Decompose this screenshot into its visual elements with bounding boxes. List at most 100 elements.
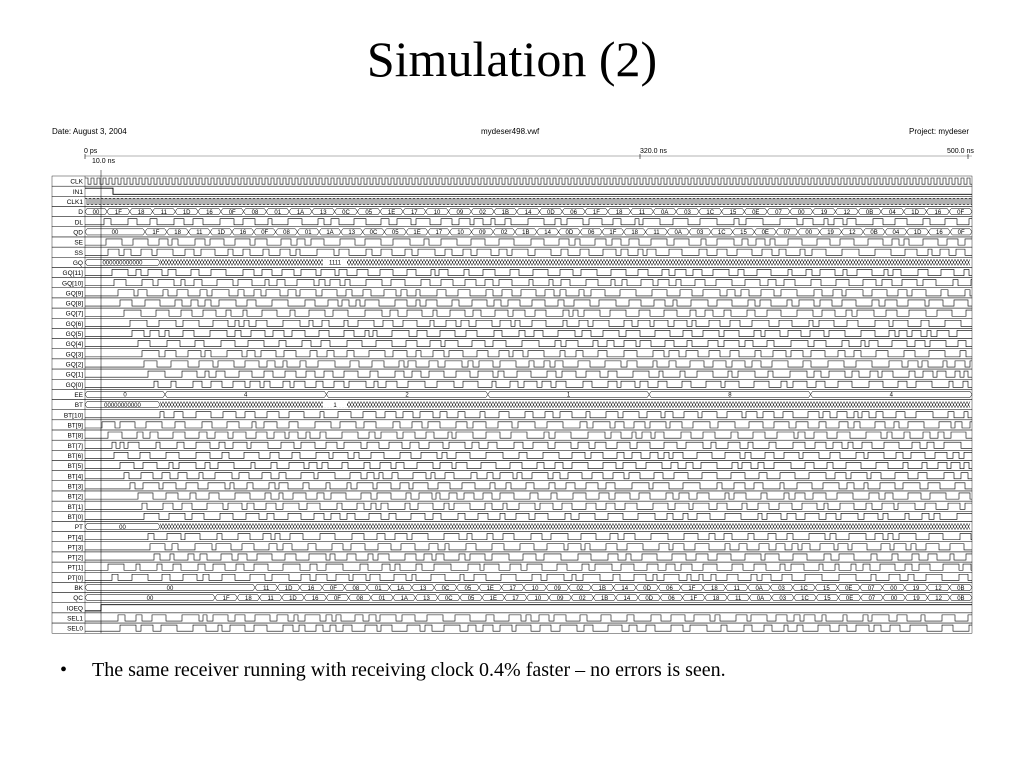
bus-value: 0D	[566, 230, 574, 236]
signal-name: BT[2]	[67, 494, 83, 501]
signal-row: SEL1	[51, 612, 973, 624]
row-border	[51, 602, 973, 614]
signal-name: GQ[3]	[66, 351, 84, 358]
bus-value: 18	[713, 596, 720, 602]
signal-name: QC	[73, 595, 83, 602]
signal-row: BT[2]	[51, 490, 973, 502]
row-border	[51, 236, 973, 248]
bus-value: 00	[891, 596, 898, 602]
row-border	[51, 612, 973, 624]
bus-value: 06	[668, 596, 675, 602]
bus-value: 0F	[261, 230, 268, 236]
bus-value: 0D	[547, 210, 555, 216]
bus-value: 1A	[326, 230, 333, 236]
bus-value: 11	[263, 586, 270, 592]
bus-value: 00	[890, 586, 897, 592]
clock-wave	[85, 198, 972, 205]
bus-value: 1C	[800, 586, 808, 592]
bus-value: 05	[465, 586, 472, 592]
bus-value: 15	[730, 210, 737, 216]
bit-wave	[85, 248, 972, 256]
signal-row: IN1	[51, 185, 973, 197]
bus-value: 07	[775, 210, 782, 216]
bit-wave	[85, 238, 972, 246]
signal-row: BT[6]	[51, 450, 973, 461]
row-border	[51, 297, 973, 309]
bus-segment	[810, 391, 973, 398]
row-border	[51, 450, 973, 461]
row-border	[51, 439, 973, 451]
bus-value: 1F	[609, 230, 616, 236]
sim-file-name: mydeser498.vwf	[481, 127, 540, 136]
bus-value: 00	[805, 230, 812, 236]
signal-name: GQ[5]	[66, 331, 84, 338]
bus-value: 1A	[397, 586, 404, 592]
bus-value: 05	[468, 596, 475, 602]
bus-value: 02	[577, 586, 584, 592]
bus-value: 1E	[388, 210, 395, 216]
bus-value: 0D	[645, 596, 653, 602]
bus-value: 07	[868, 596, 875, 602]
bus-value: 09	[456, 210, 463, 216]
bit-wave	[85, 299, 972, 307]
bus-value: 06	[666, 586, 673, 592]
signal-row: GQ[5]	[51, 328, 973, 339]
row-border	[51, 226, 973, 238]
bus-value: 08	[283, 230, 290, 236]
signal-row: DL	[51, 216, 973, 227]
bit-wave	[85, 573, 972, 581]
signal-name: DL	[75, 219, 84, 226]
signal-row: SE	[51, 236, 973, 248]
signal-name: BT[5]	[67, 463, 83, 470]
signal-name: CLK	[70, 179, 83, 186]
bus-value: 09	[479, 230, 486, 236]
signal-name: SE	[74, 240, 83, 247]
bus-value: 1111	[329, 261, 342, 267]
bus-value: 1B	[502, 210, 509, 216]
bus-value: 1A	[297, 210, 304, 216]
signal-row: SEL0	[51, 622, 973, 634]
bus-label-bg	[323, 259, 347, 266]
bus-value: 2	[405, 393, 409, 399]
signal-row: GQ[8]	[51, 297, 973, 309]
bus-value: 16	[936, 230, 943, 236]
bus-value: 0	[123, 393, 127, 399]
signal-name: SEL0	[67, 626, 83, 633]
bullet-symbol: •	[60, 659, 68, 681]
bus-value: 0B	[957, 596, 964, 602]
row-border	[51, 500, 973, 512]
bus-value: 03	[697, 230, 704, 236]
bus-value: 07	[868, 586, 875, 592]
bit-wave	[85, 512, 972, 520]
signal-name: PT	[75, 524, 83, 531]
bus-value: 1E	[487, 586, 494, 592]
bus-value: 09	[554, 586, 561, 592]
bus-value: 4	[890, 393, 894, 399]
bus-value: 02	[501, 230, 508, 236]
bus-value: 1A	[401, 596, 408, 602]
clock-wave	[85, 177, 972, 185]
bit-wave	[85, 411, 972, 419]
bus-value: 1F	[690, 596, 697, 602]
row-border	[51, 470, 973, 482]
bus-value: 0A	[755, 586, 762, 592]
row-border	[51, 521, 973, 532]
bus-segment	[948, 208, 973, 215]
bus-value: 0E	[846, 596, 853, 602]
signal-name: PT[3]	[67, 544, 83, 551]
bit-wave	[85, 289, 972, 297]
bus-value: 18	[631, 230, 638, 236]
bullet-item: •The same receiver running with receivin…	[60, 659, 726, 682]
signal-name: GQ	[73, 260, 83, 267]
bus-value: 06	[588, 230, 595, 236]
bus-value: 03	[779, 596, 786, 602]
signal-row: PT[0]	[51, 572, 973, 583]
dense-transitions	[159, 401, 971, 408]
signal-name: IOEQ	[67, 605, 83, 612]
